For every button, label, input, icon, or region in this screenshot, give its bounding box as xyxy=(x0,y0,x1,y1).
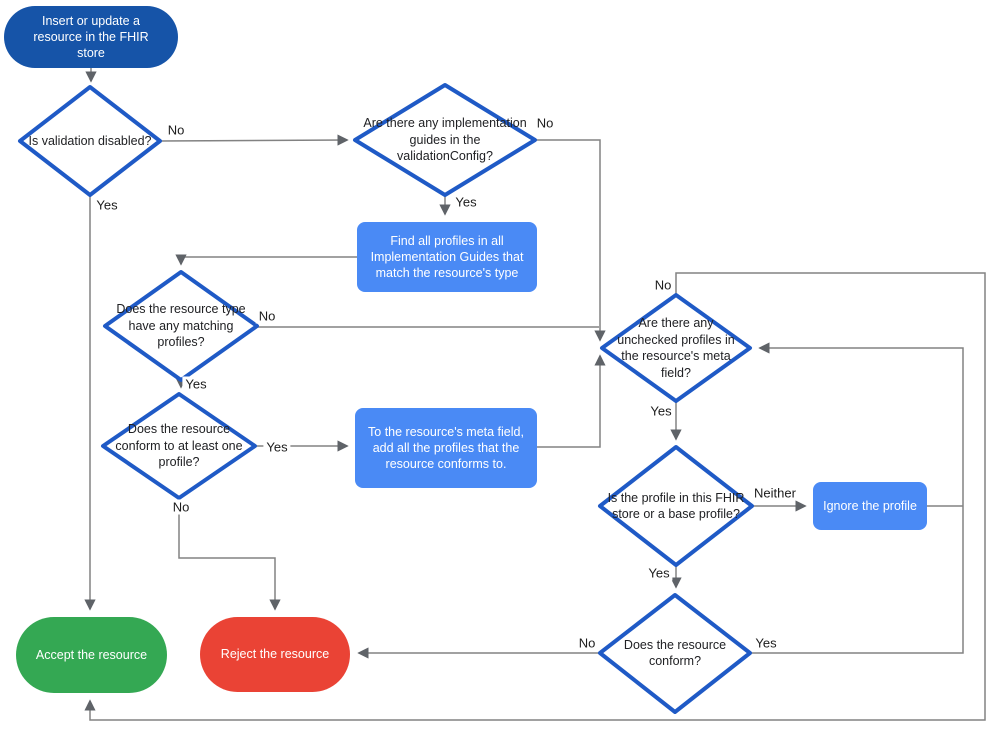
accept-resource-node: Accept the resource xyxy=(16,617,167,693)
store-or-base-diamond-shape xyxy=(598,445,754,567)
edge-label-conform-one-no: No xyxy=(169,499,193,515)
edge-label-conform2-no: No xyxy=(575,635,599,651)
ignore-profile-label: Ignore the profile xyxy=(823,498,917,513)
edge-label-profile-yes: Yes xyxy=(645,565,673,581)
edge-conform-no-to-reject xyxy=(178,498,281,611)
conforms-to-one-diamond-shape xyxy=(101,392,257,500)
add-to-meta-process: To the resource's meta field, add all th… xyxy=(355,408,537,488)
start-node: Insert or update a resource in the FHIR … xyxy=(4,6,178,68)
ignore-profile-process: Ignore the profile xyxy=(813,482,927,530)
edge-label-guides-no: No xyxy=(533,115,557,131)
edge-label-profile-neither: Neither xyxy=(751,485,799,501)
edge-meta-to-unchecked xyxy=(537,354,606,448)
edge-label-matching-no: No xyxy=(255,308,279,324)
edge-unchecked-no-to-accept xyxy=(84,272,986,721)
edge-find-to-matching xyxy=(175,254,357,266)
validation-disabled-diamond-shape xyxy=(18,85,162,197)
edge-label-validation-no: No xyxy=(164,122,188,138)
implementation-guides-diamond-shape xyxy=(353,83,537,197)
start-node-label: Insert or update a resource in the FHIR … xyxy=(33,13,149,61)
find-profiles-label: Find all profiles in all Implementation … xyxy=(370,233,524,281)
add-to-meta-label: To the resource's meta field, add all th… xyxy=(368,424,524,472)
edge-label-guides-yes: Yes xyxy=(452,194,480,210)
edge-label-unchecked-yes: Yes xyxy=(647,403,675,419)
edge-guides-no-to-unchecked xyxy=(535,139,606,342)
does-conform-diamond-shape xyxy=(598,593,752,714)
edge-label-matching-yes: Yes xyxy=(182,376,210,392)
matching-profiles-diamond-shape xyxy=(103,270,259,382)
edge-label-unchecked-no: No xyxy=(651,277,675,293)
reject-resource-node: Reject the resource xyxy=(200,617,350,692)
edge-validation-no-to-guides xyxy=(159,134,349,146)
accept-resource-label: Accept the resource xyxy=(35,647,148,662)
edge-conform2-yes-loop xyxy=(750,342,964,654)
unchecked-profiles-diamond-shape xyxy=(600,293,752,403)
reject-resource-label: Reject the resource xyxy=(220,647,330,662)
edge-label-conform2-yes: Yes xyxy=(752,635,780,651)
edge-label-conform-one-yes: Yes xyxy=(263,439,291,455)
edge-label-validation-yes: Yes xyxy=(93,197,121,213)
find-profiles-process: Find all profiles in all Implementation … xyxy=(357,222,537,292)
